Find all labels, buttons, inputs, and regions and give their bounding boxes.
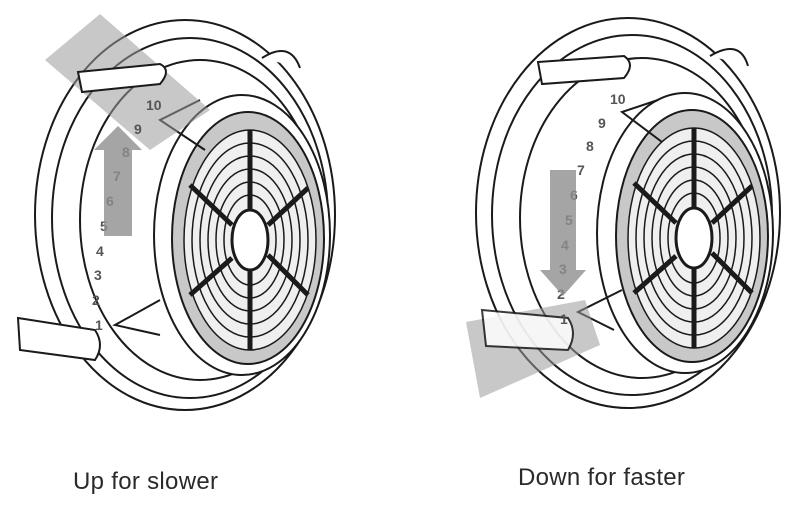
scale-2: 2 (557, 286, 565, 302)
adjuster-clip-top (536, 54, 631, 86)
scale-2: 2 (92, 292, 100, 308)
left-diagram-panel: 1 2 3 4 5 6 7 8 9 10 Up for slower (0, 0, 400, 506)
scale-10: 10 (610, 91, 626, 107)
adjuster-clip-top (76, 62, 167, 94)
adjuster-clip-bottom (16, 316, 101, 362)
reel-illustration-right: 1 2 3 4 5 6 7 8 9 10 (466, 17, 781, 409)
adjuster-clip-bottom (480, 308, 574, 352)
arrow-up-icon (94, 126, 142, 236)
scale-9: 9 (134, 121, 142, 137)
caption-down-for-faster: Down for faster (518, 464, 686, 491)
scale-4: 4 (96, 243, 104, 259)
scale-10: 10 (146, 97, 162, 113)
scale-1: 1 (95, 317, 103, 333)
caption-up-for-slower: Up for slower (73, 468, 219, 495)
scale-1: 1 (560, 311, 568, 327)
reel-illustration-left: 1 2 3 4 5 6 7 8 9 10 (16, 14, 336, 411)
scale-8: 8 (586, 138, 594, 154)
reel-spokes-left (188, 130, 310, 350)
reel-rings-left (183, 129, 317, 351)
right-diagram-panel: 1 2 3 4 5 6 7 8 9 10 Down for faster (400, 0, 801, 506)
scale-3: 3 (94, 267, 102, 283)
scale-7: 7 (577, 162, 585, 178)
reel-spokes-right (632, 128, 754, 348)
arrow-down-icon (540, 170, 586, 296)
scale-9: 9 (598, 115, 606, 131)
